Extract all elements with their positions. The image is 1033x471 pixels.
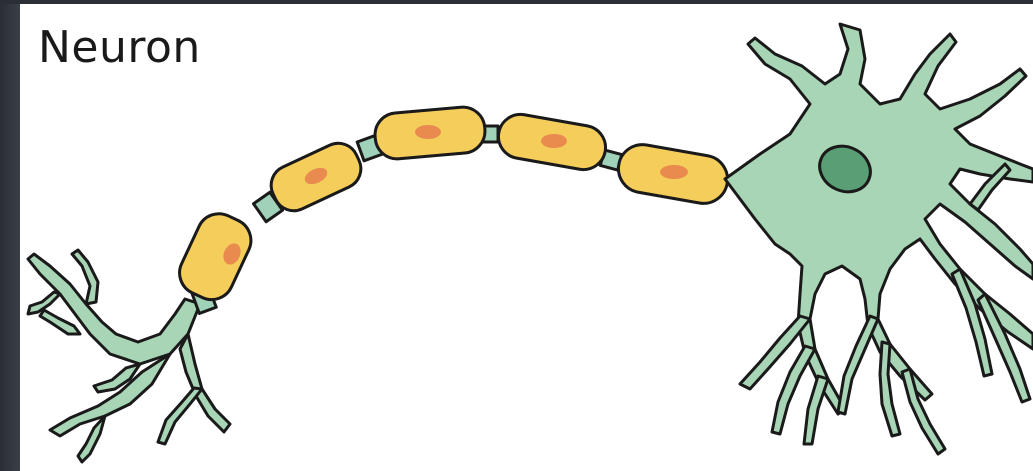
myelin-sheath-1 <box>172 207 258 307</box>
myelin-sheath-2 <box>265 137 368 218</box>
frame-left-border <box>0 0 20 471</box>
neuron-illustration <box>20 4 1033 471</box>
myelin-sheath-4 <box>495 111 609 173</box>
axon <box>172 105 731 313</box>
diagram-canvas: Neuron <box>20 4 1033 471</box>
myelin-sheath-3 <box>373 105 487 160</box>
myelin-sheath-5 <box>615 141 732 207</box>
